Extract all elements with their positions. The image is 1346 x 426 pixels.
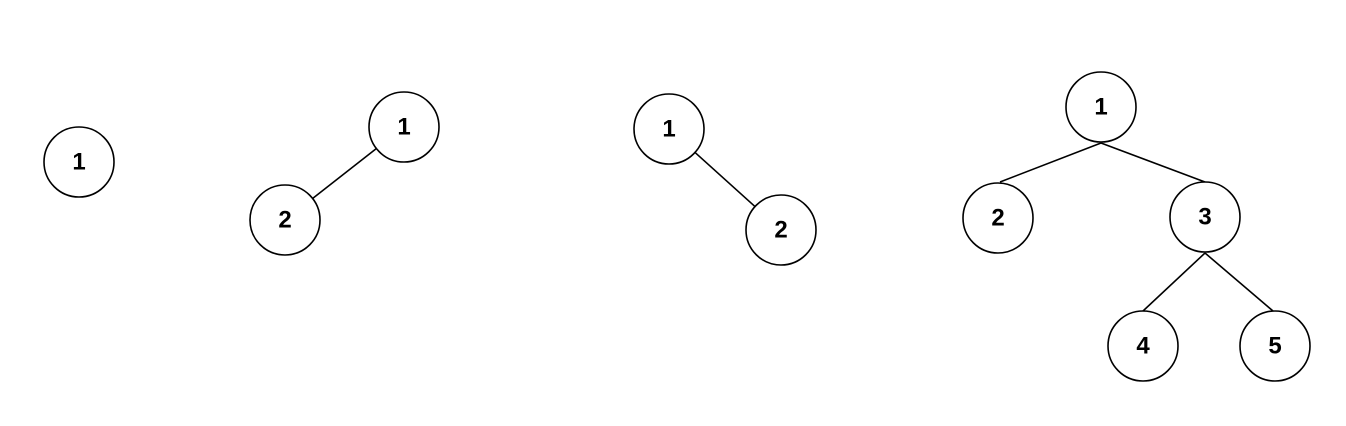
node-circle	[368, 91, 440, 163]
tree-edge	[694, 151, 756, 208]
tree-edge	[1100, 142, 1206, 183]
tree-node: 1	[43, 126, 115, 198]
node-label: 3	[1198, 204, 1211, 231]
tree-node: 1	[633, 93, 705, 165]
node-label: 2	[774, 217, 787, 244]
node-circle	[962, 182, 1034, 254]
node-label: 1	[1094, 94, 1107, 121]
tree-node: 2	[249, 184, 321, 256]
tree-node: 2	[962, 182, 1034, 254]
node-circle	[43, 126, 115, 198]
node-label: 1	[662, 116, 675, 143]
node-circle	[249, 184, 321, 256]
node-label: 5	[1268, 333, 1281, 360]
node-label: 2	[991, 205, 1004, 232]
edges-layer	[312, 142, 1274, 312]
tree-node: 2	[745, 194, 817, 266]
node-label: 4	[1136, 333, 1150, 360]
node-label: 1	[72, 149, 85, 176]
tree-edge	[1142, 252, 1206, 312]
node-circle	[1107, 310, 1179, 382]
node-label: 1	[397, 114, 410, 141]
tree-node: 1	[1065, 71, 1137, 143]
node-circle	[633, 93, 705, 165]
node-circle	[1169, 181, 1241, 253]
node-label: 2	[278, 207, 291, 234]
node-circle	[745, 194, 817, 266]
tree-node: 3	[1169, 181, 1241, 253]
tree-node: 5	[1239, 310, 1311, 382]
node-circle	[1239, 310, 1311, 382]
tree-node: 4	[1107, 310, 1179, 382]
tree-edge	[999, 142, 1102, 183]
tree-edge	[1204, 252, 1274, 312]
node-circle	[1065, 71, 1137, 143]
tree-edge	[312, 147, 377, 200]
nodes-layer: 1 1 2 1 2 1 2 3 4 5	[43, 71, 1311, 382]
tree-node: 1	[368, 91, 440, 163]
